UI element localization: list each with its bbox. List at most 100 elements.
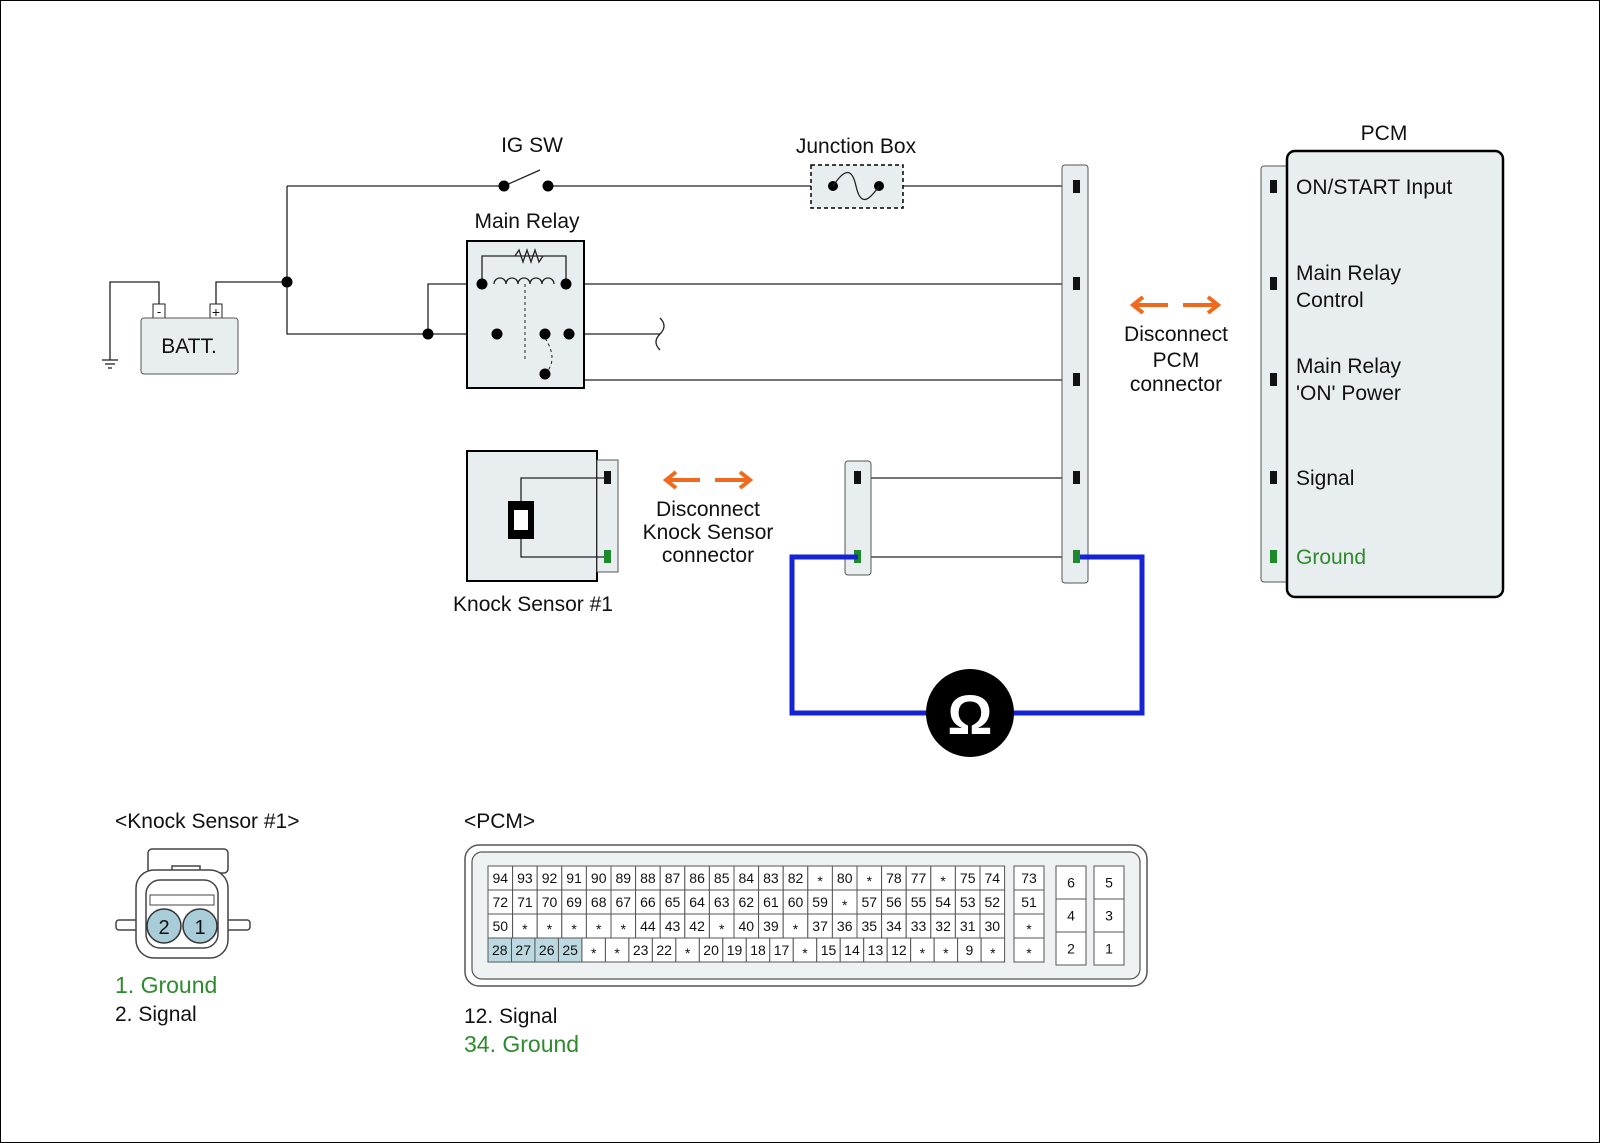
pcm-pin-cell-label: 92	[542, 870, 558, 886]
pcm-pin-cell-label: 56	[886, 894, 902, 910]
pcm-block-a-cell	[1055, 898, 1087, 933]
pcm-pin-cell-label: *	[940, 873, 946, 889]
pcm-pin-cell-label: 17	[774, 942, 790, 958]
disconnect-knock-line3: connector	[662, 544, 754, 567]
junction-box-label: Junction Box	[796, 135, 917, 158]
pcm-pin-cell-label: *	[685, 945, 691, 961]
knock-pin-2: 2	[158, 917, 169, 939]
pcm-side-cell-label: 73	[1021, 870, 1037, 886]
pcm-pin-cell-label: *	[547, 921, 553, 937]
pcm-pin-cell-label: 44	[640, 918, 656, 934]
pcm-module: PCM ON/START Input Main Relay Control Ma…	[1260, 122, 1505, 599]
pcm-pin-cell	[856, 913, 883, 939]
pcm-pin-cell-label: 72	[493, 894, 509, 910]
pcm-pin-cell-label: 88	[640, 870, 656, 886]
pcm-pin-cell-label: 40	[739, 918, 755, 934]
pcm-pin-cell	[979, 889, 1006, 915]
pcm-block-a-cell-label: 6	[1067, 875, 1075, 891]
disconnect-knock-line1: Disconnect	[656, 498, 760, 521]
pcm-pin-cell-label: *	[571, 921, 577, 937]
pcm-pin-cell	[536, 889, 563, 915]
main-relay: Main Relay	[466, 210, 585, 389]
pcm-pin-cell-label: *	[817, 873, 823, 889]
pcm-pin-relay-control-2: Control	[1296, 289, 1364, 312]
pcm-block-b-cell-label: 5	[1105, 875, 1113, 891]
knock-signal-pin	[604, 471, 611, 484]
pcm-pin-cell-label: 53	[960, 894, 976, 910]
pcm-block-a-cell	[1055, 931, 1087, 966]
pcm-pin-cell-label: 52	[985, 894, 1001, 910]
pcm-side-cell	[1013, 865, 1045, 891]
pcm-pin-cell-label: 22	[656, 942, 672, 958]
pcm-pin-cell-label: 59	[812, 894, 828, 910]
pcm-pin-cell-label: *	[943, 945, 949, 961]
pcm-pin-relay-power-1: Main Relay	[1296, 355, 1402, 378]
pcm-pin-cell-label: 68	[591, 894, 607, 910]
ohmmeter-probe: Ω	[789, 554, 1145, 757]
pcm-pin-cell	[980, 937, 1006, 963]
pcm-pin-cell	[881, 889, 907, 915]
pcm-pin-cell-label: 64	[689, 894, 705, 910]
pcm-pin-cell	[585, 865, 612, 891]
pcm-pin-cell-label: *	[793, 921, 799, 937]
wiring	[102, 169, 1073, 558]
knock-legend-ground: 1. Ground	[115, 972, 217, 998]
pcm-pin-cell-label: 39	[763, 918, 779, 934]
pcm-pin-cell-label: 75	[960, 870, 976, 886]
batt-plus: +	[212, 304, 220, 320]
disconnect-pcm-line3: connector	[1130, 373, 1222, 396]
pcm-pin-cell	[708, 865, 735, 891]
pcm-block-b-cell	[1093, 931, 1125, 966]
pcm-pin-cell-label: *	[867, 873, 873, 889]
pcm-side-cell	[1013, 937, 1045, 963]
pcm-block-a-cell	[1055, 865, 1087, 900]
pcm-pin-cell-label: 32	[935, 918, 951, 934]
pcm-pin-cell-label: 18	[750, 942, 766, 958]
pcm-pin-cell-label: 35	[862, 918, 878, 934]
pcm-pin-cell-label: 94	[493, 870, 509, 886]
disconnect-knock-line2: Knock Sensor	[643, 521, 774, 544]
pcm-legend-signal: 12. Signal	[464, 1005, 557, 1028]
pcm-pin-cell-label: *	[990, 945, 996, 961]
pcm-pin-cell-label: 13	[868, 942, 884, 958]
pcm-pin-cell-label: 63	[714, 894, 730, 910]
pcm-pin-cell-label: 15	[821, 942, 837, 958]
pcm-pin-cell-label: 61	[763, 894, 779, 910]
pcm-pin-cell-label: 85	[714, 870, 730, 886]
pcm-pin-cell-label: 19	[727, 942, 743, 958]
pcm-pin-cell-label: 60	[788, 894, 804, 910]
pcm-pin-cell	[807, 889, 833, 915]
pcm-pin-cell-label: 86	[689, 870, 705, 886]
pcm-pin-cell-label: 69	[566, 894, 582, 910]
pcm-legend-ground: 34. Ground	[464, 1031, 579, 1057]
pcm-pin-cell-label: 28	[492, 942, 508, 958]
knock-pin-1: 1	[194, 917, 205, 939]
pcm-pin-cell-label: 25	[562, 942, 578, 958]
pcm-pin-cell-label: 27	[515, 942, 531, 958]
pcm-pin-cell-label: 43	[665, 918, 681, 934]
pcm-side-cell	[1013, 913, 1045, 939]
pcm-pin-cell-label: *	[719, 921, 725, 937]
knock-legend-signal: 2. Signal	[115, 1003, 197, 1026]
battery: - + BATT.	[140, 303, 239, 375]
pcm-pin-cell-label: 23	[633, 942, 649, 958]
disconnect-pcm-line1: Disconnect	[1124, 323, 1228, 346]
pcm-pin-cell-label: 91	[566, 870, 582, 886]
pcm-pin-cell-label: 77	[911, 870, 927, 886]
pcm-pin-cell	[954, 865, 981, 891]
pcm-pin-cell-label: 90	[591, 870, 607, 886]
pcm-pin-cell	[831, 913, 858, 939]
pcm-pin-cell-label: 50	[493, 918, 509, 934]
pcm-side-cell-label: *	[1026, 921, 1032, 937]
pcm-block-b-cell-label: 1	[1105, 941, 1113, 957]
pcm-pin-cell-label: 57	[862, 894, 878, 910]
pcm-pin-cell-label: 37	[812, 918, 828, 934]
pcm-harness-connector	[1061, 164, 1089, 584]
knock-connector-title: <Knock Sensor #1>	[115, 810, 299, 833]
pcm-pin-cell	[635, 889, 661, 915]
pcm-pin-cell-label: 20	[703, 942, 719, 958]
pcm-pin-ground: Ground	[1296, 546, 1366, 569]
pcm-pin-cell-label: 62	[739, 894, 755, 910]
pcm-pin-cell-label: 31	[960, 918, 976, 934]
